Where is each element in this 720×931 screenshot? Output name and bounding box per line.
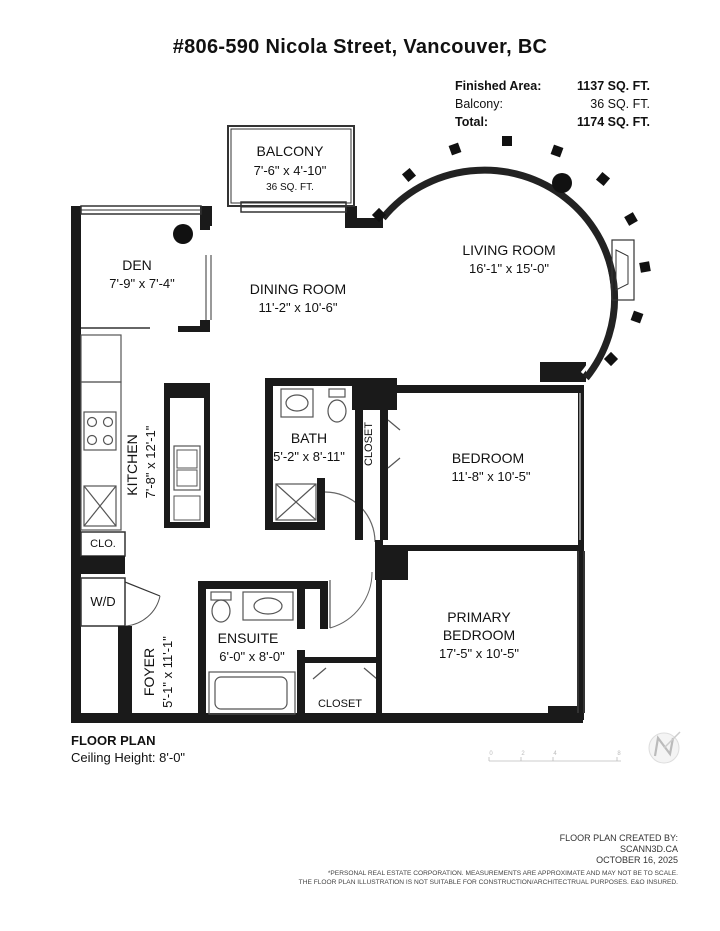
ensuite-walls [198, 581, 328, 721]
total-area-row: Total: 1174 SQ. FT. [455, 113, 650, 131]
balcony-name: BALCONY [257, 143, 325, 159]
foyer-dims: 5'-1" x 11'-1" [160, 636, 175, 708]
bath-dims: 5'-2" x 8'-11" [273, 449, 345, 464]
primary-dims: 17'-5" x 10'-5" [439, 646, 519, 661]
bath-name: BATH [291, 430, 327, 446]
column [173, 224, 193, 244]
balcony-area-row: Balcony: 36 SQ. FT. [455, 95, 650, 113]
dining-name: DINING ROOM [250, 281, 346, 297]
page-title: #806-590 Nicola Street, Vancouver, BC [172, 36, 548, 58]
disclaimer-line: THE FLOOR PLAN ILLUSTRATION IS NOT SUITA… [298, 879, 678, 886]
total-area-value: 1174 SQ. FT. [577, 115, 650, 129]
finished-area-value: 1137 SQ. FT. [577, 79, 650, 93]
finished-area-label: Finished Area: [455, 79, 542, 93]
floor-plan-info: FLOOR PLAN Ceiling Height: 8'-0" [71, 732, 185, 766]
primary-name-line1: PRIMARY [447, 609, 511, 625]
clo-label: CLO. [90, 538, 116, 550]
credit-block: FLOOR PLAN CREATED BY: SCANN3D.CA OCTOBE… [560, 833, 678, 866]
bath-fixtures [275, 388, 376, 543]
living-room-bay [371, 136, 651, 381]
door-swing [329, 571, 373, 629]
north-wall-window [80, 201, 347, 215]
bedroom-dims: 11'-8" x 10'-5" [452, 469, 531, 484]
scale-tick: 2 [521, 751, 525, 757]
column [552, 173, 572, 193]
kitchen-fixtures [80, 334, 122, 531]
ensuite-closet [305, 580, 382, 720]
living-name: LIVING ROOM [462, 242, 555, 258]
bedroom-name: BEDROOM [452, 450, 524, 466]
primary-name-line2: BEDROOM [443, 627, 515, 643]
bedroom-closet [355, 385, 584, 580]
den-partition [81, 222, 212, 332]
ceiling-height: Ceiling Height: 8'-0" [71, 750, 186, 765]
total-area-label: Total: [455, 115, 489, 129]
wd-label: W/D [90, 594, 115, 609]
bedroom-closet-label: CLOSET [363, 422, 375, 466]
scale-tick: 8 [617, 751, 621, 757]
disclaimer: *PERSONAL REAL ESTATE CORPORATION. MEASU… [299, 869, 678, 887]
ensuite-dims: 6'-0" x 8'-0" [219, 649, 285, 664]
kitchen-name: KITCHEN [124, 434, 140, 495]
credit-date: OCTOBER 16, 2025 [596, 855, 678, 865]
scale-bar: 0 2 4 8 [488, 751, 621, 762]
laundry-area [80, 531, 161, 718]
foyer-name: FOYER [141, 648, 157, 696]
den-name: DEN [122, 257, 152, 273]
disclaimer-line: *PERSONAL REAL ESTATE CORPORATION. MEASU… [327, 870, 678, 877]
balcony-dims: 7'-6" x 4'-10" [254, 163, 327, 178]
kitchen-island [164, 383, 210, 528]
ensuite-name: ENSUITE [218, 630, 279, 646]
den-dims: 7'-9" x 7'-4" [109, 276, 175, 291]
scale-tick: 4 [553, 751, 557, 757]
scale-tick: 0 [489, 751, 493, 757]
ensuite-closet-label: CLOSET [318, 698, 362, 710]
kitchen-dims: 7'-8" x 12'-1" [143, 425, 158, 498]
living-dims: 16'-1" x 15'-0" [469, 261, 549, 276]
dining-dims: 11'-2" x 10'-6" [259, 300, 338, 315]
finished-area-row: Finished Area: 1137 SQ. FT. [455, 77, 650, 95]
north-arrow-icon [648, 731, 681, 764]
balcony-area-label: Balcony: [455, 97, 503, 111]
bath-walls [265, 378, 397, 530]
credit-line: FLOOR PLAN CREATED BY: [559, 833, 678, 843]
balcony-area: 36 SQ. FT. [266, 182, 314, 193]
area-summary: Finished Area: 1137 SQ. FT. Balcony: 36 … [455, 77, 650, 131]
exterior-walls [71, 206, 586, 723]
balcony-outline [227, 125, 355, 207]
balcony-area-value: 36 SQ. FT. [590, 97, 650, 111]
floor-plan-label: FLOOR PLAN [71, 733, 156, 748]
ensuite-fixtures [208, 591, 296, 715]
credit-line: SCANN3D.CA [619, 844, 678, 854]
